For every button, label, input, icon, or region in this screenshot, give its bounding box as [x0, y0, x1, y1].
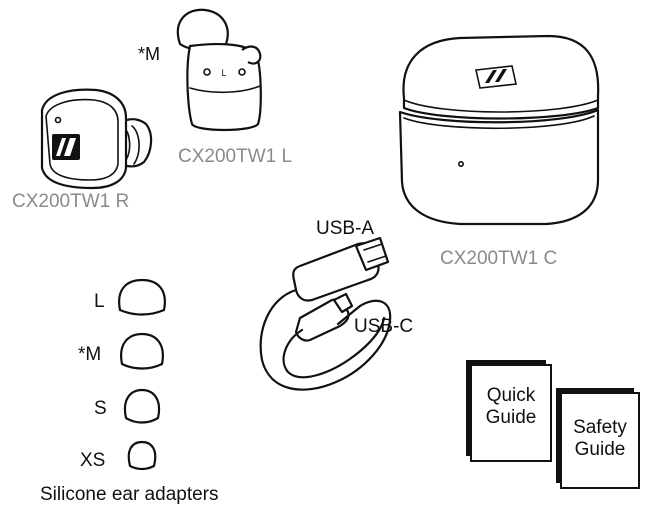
quick-guide-booklet: Quick Guide: [466, 360, 552, 462]
safety-guide-title-line2: Guide: [575, 439, 626, 460]
ear-adapter-l: L: [94, 278, 166, 316]
left-earbud: L: [176, 8, 262, 132]
left-earbud-size-label: *M: [138, 44, 160, 64]
right-earbud: [40, 88, 153, 190]
ear-adapter-size-label: XS: [80, 450, 105, 471]
usb-a-label: USB-A: [316, 218, 374, 239]
left-earbud-label: CX200TW1 L: [178, 146, 292, 167]
case-label: CX200TW1 C: [440, 248, 557, 269]
ear-adapter-size-label: S: [94, 398, 107, 419]
ear-adapter-s: S: [94, 388, 161, 424]
quick-guide-title-line1: Quick: [487, 385, 536, 406]
left-earbud-marking: L: [221, 68, 226, 78]
quick-guide-title-line2: Guide: [486, 407, 537, 428]
ear-adapters-caption: Silicone ear adapters: [40, 484, 219, 505]
ear-adapter-m: *M: [78, 332, 164, 370]
case-logo-icon: [475, 65, 517, 89]
ear-adapter-size-label: *M: [78, 344, 101, 365]
sennheiser-logo-icon: [52, 134, 80, 160]
usb-c-label: USB-C: [354, 316, 413, 337]
usb-cable: [259, 236, 392, 391]
safety-guide-booklet: Safety Guide: [556, 388, 640, 489]
charging-case: [398, 34, 600, 226]
ear-adapter-xs: XS: [80, 440, 157, 471]
ear-adapter-list: L *M S XS: [78, 278, 166, 471]
right-earbud-label: CX200TW1 R: [12, 191, 129, 212]
ear-adapter-size-label: L: [94, 291, 105, 312]
safety-guide-title-line1: Safety: [573, 417, 627, 438]
